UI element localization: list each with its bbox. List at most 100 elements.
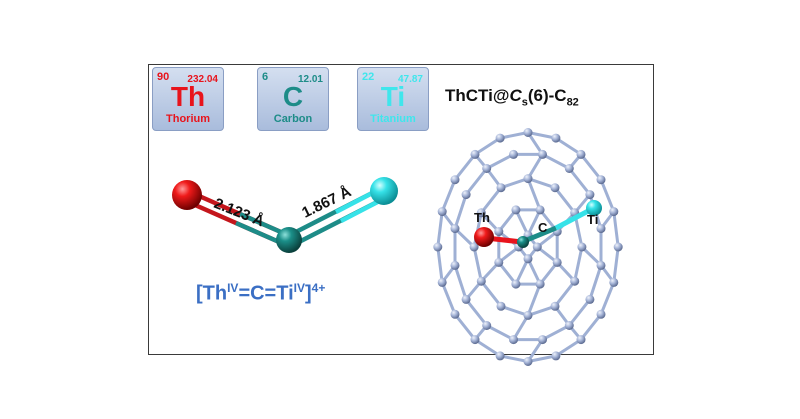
element-symbol: Ti [380, 81, 406, 112]
cage-edge [464, 297, 489, 327]
cage-edge [567, 167, 592, 197]
cage-node [469, 242, 479, 252]
cage-node [494, 257, 504, 267]
cage-edge [514, 208, 530, 237]
cage-bond-c-ti-b [554, 206, 594, 231]
carbon-atom [276, 227, 302, 253]
cage-node [470, 335, 480, 345]
cage-node [494, 227, 504, 237]
cage-node [450, 260, 460, 270]
cage-edge [436, 210, 444, 249]
cage-edge [497, 208, 518, 234]
cage-edge [553, 279, 577, 308]
cage-edge [473, 136, 502, 156]
cage-titanium-atom [586, 200, 602, 216]
cage-node [495, 133, 505, 143]
cage-edge [499, 177, 530, 190]
cage-node [564, 164, 574, 173]
cage-edge [526, 131, 558, 140]
cage-node [450, 175, 460, 185]
cage-node [538, 149, 547, 159]
cage-node [596, 260, 606, 270]
cage-node [470, 149, 480, 159]
cage-node [609, 207, 619, 217]
thorium-atom [172, 180, 202, 210]
cage-edge [485, 324, 515, 342]
atomic-mass: 47.87 [397, 74, 423, 85]
element-name: Carbon [273, 113, 313, 125]
cage-node [523, 254, 533, 264]
cage-node [482, 164, 492, 173]
cage-node [564, 321, 574, 330]
cage-label-c: C [538, 220, 548, 235]
cage-node [509, 335, 518, 345]
cage-node [511, 205, 521, 215]
molecule-title: ThCTi@Cs(6)-C82 [445, 86, 579, 109]
cage-node [433, 242, 443, 252]
cage-edge [541, 324, 571, 342]
cage-node [496, 183, 506, 193]
cage-node [551, 133, 561, 143]
cage-edge [612, 210, 620, 249]
cage-edge [453, 263, 468, 301]
cage-node [576, 335, 586, 345]
cage-node [552, 257, 562, 267]
cage-node [476, 276, 486, 286]
element-symbol: C [282, 81, 304, 112]
cage-node [609, 277, 619, 287]
element-symbol: Th [170, 81, 206, 112]
element-tile-thorium: 90 232.04 Th Thorium [152, 67, 224, 131]
atomic-number: 22 [362, 71, 375, 83]
cage-edge [526, 152, 544, 181]
cage-node [495, 351, 505, 361]
cage-edge [485, 152, 515, 170]
fullerene-cage [433, 128, 623, 366]
cage-edge [526, 177, 542, 212]
cage-edge [498, 354, 530, 363]
cage-node [450, 224, 460, 234]
atomic-number: 90 [157, 71, 170, 83]
cage-node [523, 357, 533, 366]
cage-node [482, 321, 492, 330]
cage-edge [579, 312, 603, 342]
cage-edge [479, 186, 503, 215]
cage-node [437, 277, 447, 287]
atomic-mass: 12.01 [297, 74, 323, 85]
cage-edge [554, 136, 583, 156]
cage-edge [498, 131, 530, 140]
cage-node [613, 242, 623, 252]
cage-edge [499, 304, 530, 317]
cage-edge [497, 260, 518, 286]
cage-edge [526, 304, 557, 317]
cage-edge [567, 297, 592, 327]
cage-node [523, 128, 533, 137]
cage-edge [554, 338, 583, 358]
cage-edge [599, 178, 616, 214]
cage-edge [473, 338, 502, 358]
cage-node [523, 174, 533, 184]
cage-edge [436, 245, 444, 284]
cage-edge [599, 280, 616, 316]
cage-node [570, 276, 580, 286]
cage-node [596, 309, 606, 319]
cage-node [496, 301, 506, 311]
cage-node [535, 205, 545, 215]
cage-node [461, 190, 471, 200]
cage-edge [526, 354, 558, 363]
cage-node [585, 190, 595, 200]
cage-nodes [433, 128, 623, 366]
titanium-atom [370, 177, 398, 205]
cage-edge [440, 280, 457, 316]
cage-label-th: Th [474, 210, 490, 225]
cage-edge [472, 245, 483, 283]
atomic-mass: 232.04 [187, 74, 218, 85]
cage-edge [453, 152, 477, 182]
cage-node [532, 242, 542, 252]
cage-node [585, 294, 595, 304]
atomic-number: 6 [262, 71, 269, 83]
cage-thorium-atom [474, 227, 494, 247]
cage-node [596, 175, 606, 185]
bonding-formula: [ThIV=C=TiIV]4+ [196, 281, 326, 305]
cage-node [461, 294, 471, 304]
